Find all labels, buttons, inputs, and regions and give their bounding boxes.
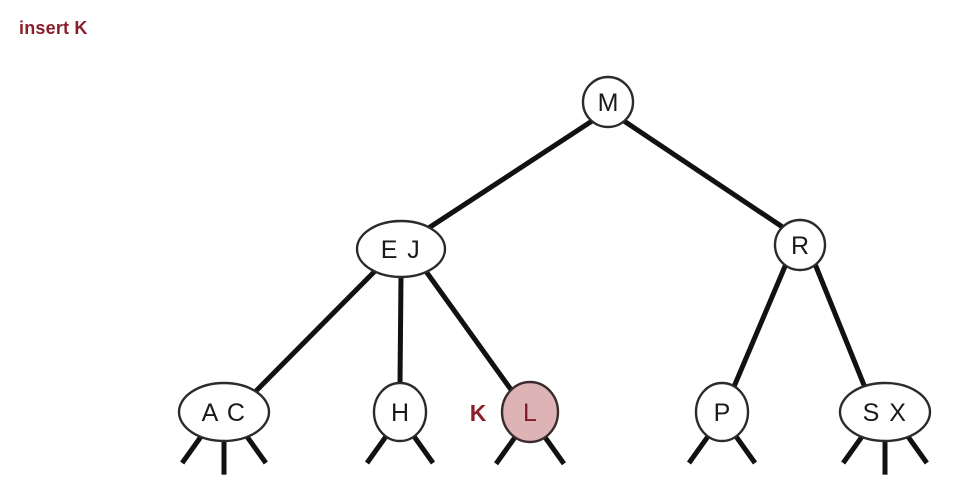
node-leaf-h-shape [372, 381, 428, 443]
node-leaf-l-label: L [523, 399, 537, 427]
node-leaf-p-shape [694, 381, 750, 443]
tree-node-leaf-l[interactable]: L [500, 380, 560, 444]
tree-leaf-stub [494, 433, 520, 466]
tree-node-internal-left[interactable]: E J [355, 219, 447, 279]
tree-edge [730, 263, 789, 390]
tree-edge [422, 268, 515, 393]
node-leaf-ac-label: A C [202, 399, 247, 427]
pending-key-layer: K [470, 400, 487, 426]
tree-node-leaf-ac[interactable]: A C [177, 381, 271, 443]
tree-leaf-stub [903, 432, 929, 465]
node-root-label: M [598, 89, 619, 117]
pending-key-label: K [470, 400, 487, 426]
node-internal-right-shape [773, 218, 827, 272]
tree-leaf-stub [180, 432, 206, 465]
node-leaf-sx-shape [838, 381, 932, 443]
tree-leaf-stub [540, 433, 566, 466]
tree-leaf-stub [686, 432, 712, 465]
tree-edges-layer [252, 118, 869, 395]
node-internal-right-label: R [791, 232, 809, 260]
node-leaf-ac-shape [177, 381, 271, 443]
tree-stubs-layer [180, 432, 929, 475]
node-leaf-l-shape [500, 380, 560, 444]
tree-node-leaf-sx[interactable]: S X [838, 381, 932, 443]
tree-node-leaf-p[interactable]: P [694, 381, 750, 443]
tree-nodes-layer: M E J R A C H L P S X [177, 75, 932, 444]
tree-edge [812, 263, 869, 391]
node-internal-left-shape [355, 219, 447, 279]
tree-edge [422, 118, 594, 234]
page-title: insert K [19, 18, 88, 38]
tree-edge [622, 118, 786, 231]
node-internal-left-label: E J [381, 236, 422, 264]
tree-leaf-stub [841, 432, 867, 465]
tree-node-internal-right[interactable]: R [773, 218, 827, 272]
tree-leaf-stub [410, 432, 436, 465]
tree-leaf-stub [364, 432, 390, 465]
tree-leaf-stub [732, 432, 758, 465]
node-leaf-p-label: P [714, 399, 731, 427]
tree-node-leaf-h[interactable]: H [372, 381, 428, 443]
tree-edge [397, 276, 404, 385]
tree-node-root[interactable]: M [581, 75, 635, 129]
node-root-shape [581, 75, 635, 129]
tree-edge [252, 268, 378, 395]
node-leaf-sx-label: S X [863, 399, 908, 427]
node-leaf-h-label: H [391, 399, 409, 427]
tree-leaf-stub [242, 432, 268, 465]
